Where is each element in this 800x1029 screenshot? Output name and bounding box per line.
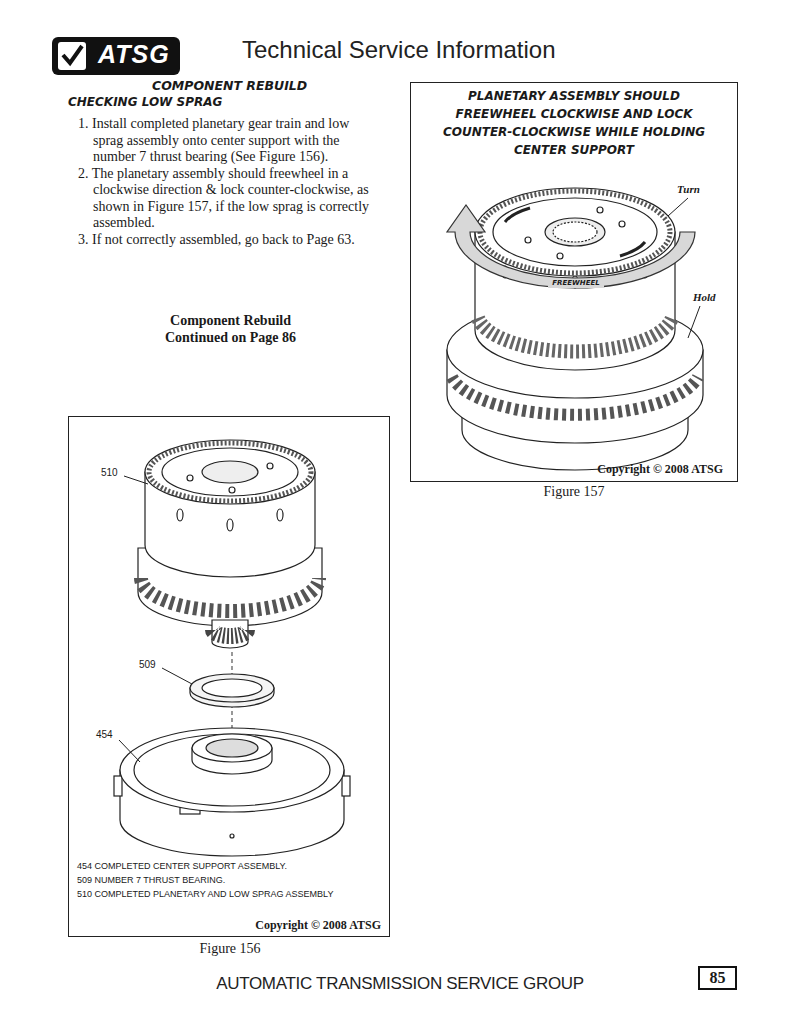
planetary-on-center-support	[619, 221, 625, 227]
exploded-planetary-view	[162, 448, 298, 496]
page-number: 85	[700, 968, 735, 988]
exploded-planetary-view	[267, 463, 273, 469]
planetary-on-center-support	[475, 188, 675, 276]
leader-line	[668, 198, 688, 216]
exploded-planetary-view	[190, 674, 274, 702]
leader-line	[668, 198, 700, 338]
parts-key-line: 510 COMPLETED PLANETARY AND LOW SPRAG AS…	[77, 889, 333, 899]
logo-badge-shape	[52, 37, 180, 75]
exploded-planetary-view	[213, 630, 247, 636]
planetary-on-center-support	[620, 242, 645, 256]
callout-number: 509	[139, 659, 156, 670]
continued-note: Component Rebuild Continued on Page 86	[148, 312, 313, 346]
exploded-planetary-view	[149, 443, 311, 501]
callout-number: 510	[101, 467, 118, 478]
callout-word: Hold	[693, 291, 716, 303]
footer-text: AUTOMATIC TRANSMISSION SERVICE GROUP	[150, 974, 650, 994]
exploded-planetary-view	[229, 487, 235, 493]
copyright-note: Copyright © 2008 ATSG	[255, 918, 381, 933]
exploded-planetary-view	[177, 509, 183, 521]
planetary-on-center-support	[478, 318, 672, 351]
leader-line	[688, 306, 700, 338]
exploded-planetary-view	[145, 440, 315, 504]
exploded-planetary-view	[141, 578, 319, 611]
leader-line	[124, 476, 148, 484]
exploded-planetary-view	[202, 679, 262, 697]
exploded-planetary-view	[114, 776, 122, 796]
exploded-planetary-view	[187, 475, 193, 481]
exploded-planetary-view	[227, 519, 233, 531]
step-text: 1. Install completed planetary gear trai…	[78, 116, 383, 166]
figure-caption: Figure 156	[170, 941, 290, 957]
planetary-on-center-support	[447, 188, 703, 470]
exploded-planetary-view	[192, 734, 272, 762]
parts-key-line: 454 COMPLETED CENTER SUPPORT ASSEMBLY.	[77, 861, 287, 871]
figure-heading: PLANETARY ASSEMBLY SHOULD FREEWHEEL CLOC…	[439, 87, 709, 159]
exploded-planetary-view	[206, 739, 258, 757]
logo-badge-shape	[63, 46, 82, 63]
planetary-on-center-support	[557, 253, 563, 259]
section-heading: COMPONENT REBUILD	[152, 78, 307, 93]
logo-badge: ATSG	[52, 37, 180, 75]
leader-line	[162, 668, 192, 684]
logo-text: ATSG	[98, 40, 170, 69]
exploded-planetary-view	[134, 734, 330, 806]
planetary-on-center-support	[597, 207, 603, 213]
exploded-planetary-view	[277, 509, 283, 521]
planetary-on-center-support	[480, 191, 670, 273]
exploded-planetary-view	[230, 834, 234, 838]
exploded-planetary-view	[120, 728, 344, 812]
planetary-on-center-support	[525, 237, 531, 243]
planetary-on-center-support	[505, 208, 530, 222]
exploded-planetary-view	[114, 440, 350, 856]
callout-word: Turn	[677, 183, 700, 195]
parts-key-line: 509 NUMBER 7 THRUST BEARING.	[77, 875, 225, 885]
logo-badge-shape	[58, 42, 86, 70]
page-title: Technical Service Information	[242, 36, 555, 64]
planetary-on-center-support	[553, 222, 597, 242]
planetary-on-center-support	[493, 198, 657, 266]
callout-number: 454	[96, 729, 113, 740]
exploded-planetary-view	[212, 620, 248, 648]
step-text: 3. If not correctly assembled, go back t…	[78, 232, 383, 249]
arrow-label: FREEWHEEL	[548, 279, 604, 288]
figure-frame: PLANETARY ASSEMBLY SHOULD FREEWHEEL CLOC…	[410, 82, 738, 482]
page-number-box: 85	[698, 966, 737, 990]
step-text: 2. The planetary assembly should freewhe…	[78, 166, 383, 232]
exploded-planetary-view	[202, 461, 258, 483]
leader-line	[119, 740, 140, 762]
logo-badge-shape	[52, 37, 180, 75]
figure-caption: Figure 157	[514, 484, 634, 500]
copyright-note: Copyright © 2008 ATSG	[597, 462, 723, 477]
planetary-on-center-support	[447, 205, 695, 288]
figure-frame: 510 509 454 454 COMPLETED CENTER SUPPORT AS…	[68, 416, 390, 937]
sub-heading: CHECKING LOW SPRAG	[68, 95, 222, 109]
planetary-on-center-support	[545, 218, 605, 246]
exploded-planetary-view	[342, 776, 350, 796]
leader-line	[119, 476, 192, 762]
